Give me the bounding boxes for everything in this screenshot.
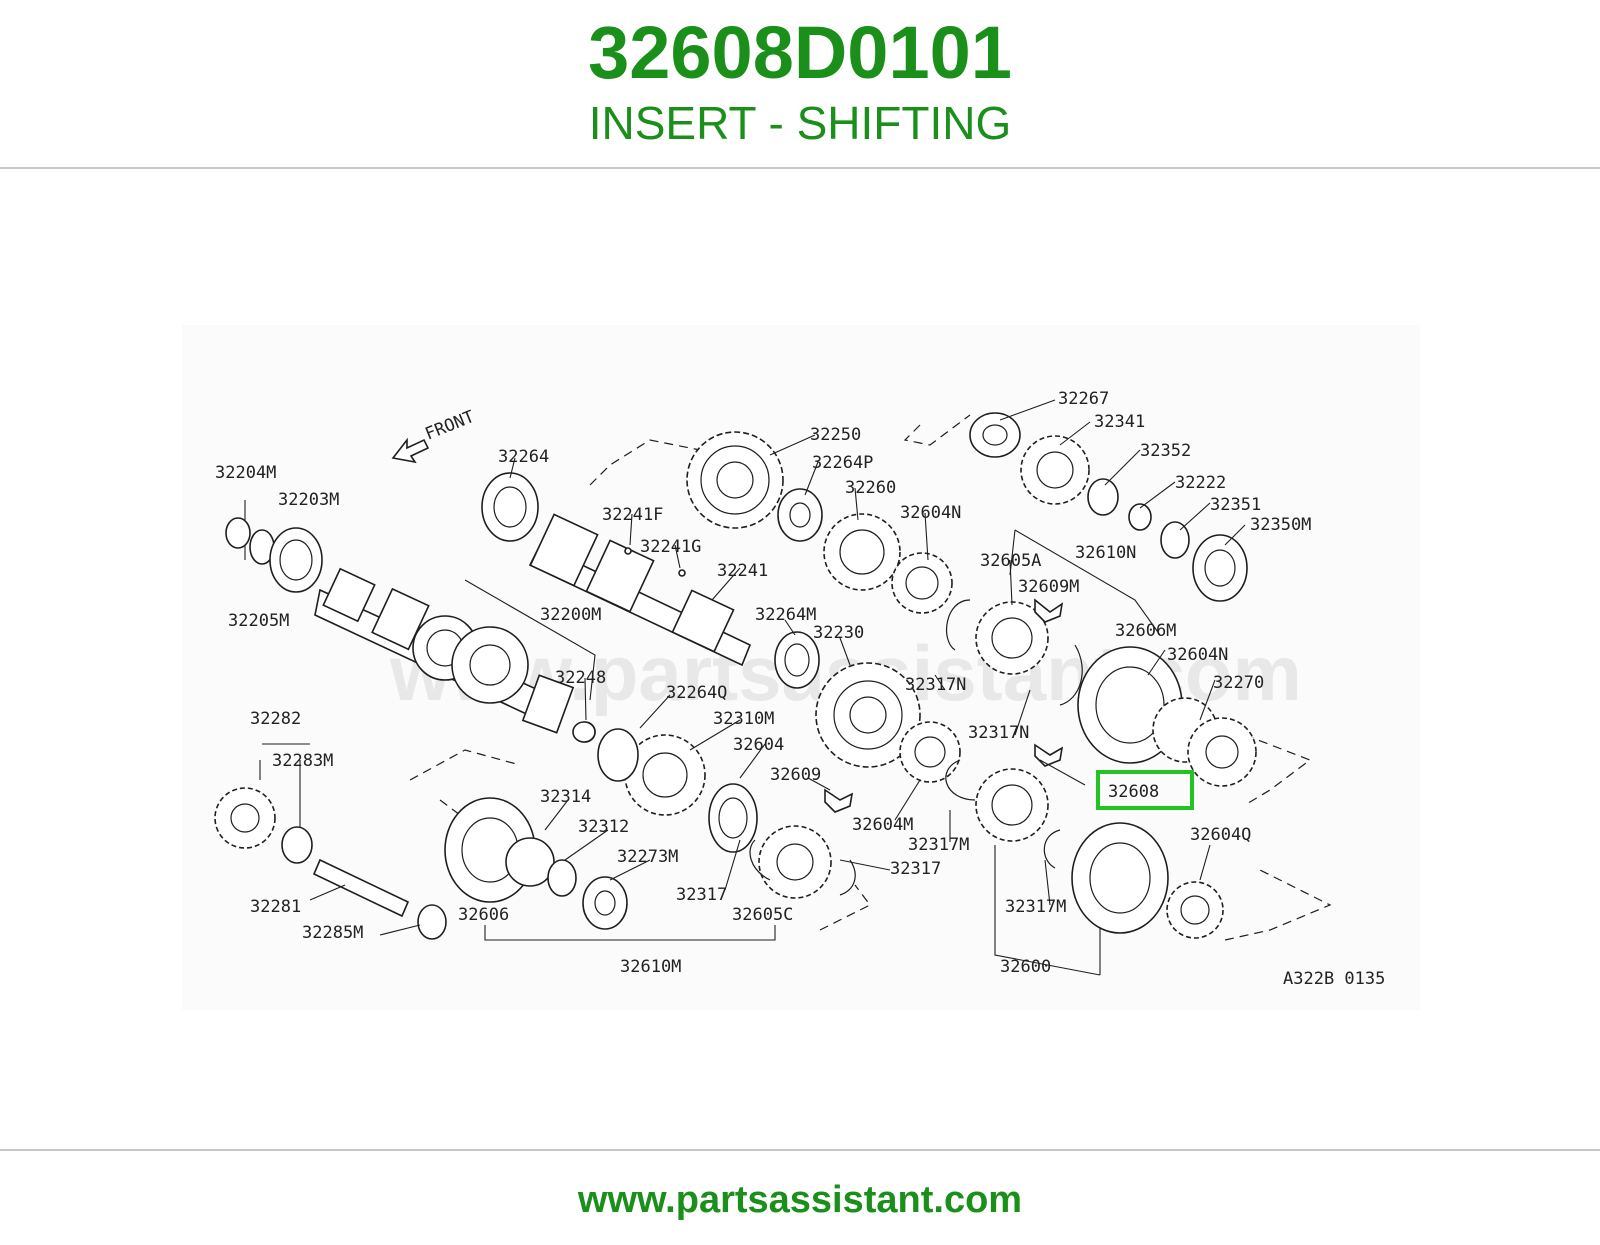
- label-32222[interactable]: 32222: [1175, 473, 1226, 493]
- needle-32264m: [774, 631, 820, 689]
- figure-code: A322B 0135: [1283, 969, 1385, 989]
- label-32317n-a[interactable]: 32317N: [905, 675, 966, 695]
- reverse-gear-32282: [214, 787, 276, 849]
- label-32270[interactable]: 32270: [1213, 673, 1264, 693]
- label-32352[interactable]: 32352: [1140, 441, 1191, 461]
- label-32609[interactable]: 32609: [770, 765, 821, 785]
- header: 32608D0101 INSERT - SHIFTING: [0, 0, 1600, 168]
- ring-32604: [708, 783, 758, 853]
- label-32203m[interactable]: 32203M: [278, 490, 339, 510]
- bearing-32203m: [225, 517, 323, 593]
- gear-32270: [1187, 717, 1257, 787]
- gear-32230: [815, 662, 921, 768]
- gear-32605c: [758, 825, 832, 899]
- bearing-32273m: [582, 876, 628, 930]
- label-32350m[interactable]: 32350M: [1250, 515, 1311, 535]
- header-divider: [0, 167, 1600, 169]
- label-32317-a[interactable]: 32317: [676, 885, 727, 905]
- sleeve-32600: [1071, 822, 1169, 934]
- label-32317m-b[interactable]: 32317M: [1005, 897, 1066, 917]
- ring-32351: [1160, 521, 1190, 559]
- label-32604n-top[interactable]: 32604N: [900, 503, 961, 523]
- label-32241g[interactable]: 32241G: [640, 537, 701, 557]
- label-32312[interactable]: 32312: [578, 817, 629, 837]
- label-32604q[interactable]: 32604Q: [1190, 825, 1251, 845]
- label-32310m[interactable]: 32310M: [713, 709, 774, 729]
- label-32282[interactable]: 32282: [250, 709, 301, 729]
- gear-32250: [686, 431, 784, 529]
- label-32285m[interactable]: 32285M: [302, 923, 363, 943]
- label-32264[interactable]: 32264: [498, 447, 549, 467]
- gear-32317m: [975, 768, 1049, 842]
- label-32241[interactable]: 32241: [717, 561, 768, 581]
- part-labels: 32267 32341 32352 32222 32351 32350M 326…: [215, 389, 1385, 989]
- label-32608-highlighted[interactable]: 32608: [1108, 782, 1159, 802]
- label-32604[interactable]: 32604: [733, 735, 784, 755]
- label-32604m[interactable]: 32604M: [852, 815, 913, 835]
- bushing-32267: [969, 412, 1021, 458]
- bushing-32264p: [777, 488, 823, 542]
- label-32241f[interactable]: 32241F: [602, 505, 663, 525]
- label-32351[interactable]: 32351: [1210, 495, 1261, 515]
- label-32264q[interactable]: 32264Q: [666, 683, 727, 703]
- countershaft: [481, 472, 752, 667]
- label-32317-b[interactable]: 32317: [890, 859, 941, 879]
- label-32341[interactable]: 32341: [1094, 412, 1145, 432]
- label-32264p[interactable]: 32264P: [812, 453, 873, 473]
- seal-32285m: [417, 904, 447, 940]
- hub-32604q: [1166, 881, 1224, 939]
- label-32600[interactable]: 32600: [1000, 957, 1051, 977]
- label-32283m[interactable]: 32283M: [272, 751, 333, 771]
- highlight-box[interactable]: [1096, 770, 1194, 810]
- label-32610n[interactable]: 32610N: [1075, 543, 1136, 563]
- label-32267[interactable]: 32267: [1058, 389, 1109, 409]
- leader-lines: [309, 399, 1246, 936]
- gear-32260: [823, 513, 901, 591]
- bushing-32283m: [281, 826, 313, 864]
- label-32604n-right[interactable]: 32604N: [1167, 645, 1228, 665]
- small-bushing-32248: [572, 721, 596, 743]
- hub-32604m: [899, 721, 961, 783]
- label-32605c[interactable]: 32605C: [732, 905, 793, 925]
- ring-32312: [547, 859, 577, 897]
- shaft-32281: [312, 858, 410, 918]
- bearing-32350m: [1192, 534, 1248, 602]
- label-32281[interactable]: 32281: [250, 897, 301, 917]
- label-32606m[interactable]: 32606M: [1115, 621, 1176, 641]
- label-32606[interactable]: 32606: [458, 905, 509, 925]
- label-32230[interactable]: 32230: [813, 623, 864, 643]
- label-32248[interactable]: 32248: [555, 668, 606, 688]
- label-32264m[interactable]: 32264M: [755, 605, 816, 625]
- main-shaft: [314, 567, 596, 743]
- label-32605a[interactable]: 32605A: [980, 551, 1041, 571]
- ring-32352: [1087, 478, 1119, 516]
- label-32200m[interactable]: 32200M: [540, 605, 601, 625]
- footer-divider: [0, 1149, 1600, 1151]
- dashed-guides: [409, 414, 1332, 941]
- label-32205m[interactable]: 32205M: [228, 611, 289, 631]
- label-32609m[interactable]: 32609M: [1018, 577, 1079, 597]
- gear-32310m: [597, 728, 706, 816]
- label-32610m[interactable]: 32610M: [620, 957, 681, 977]
- label-32250[interactable]: 32250: [810, 425, 861, 445]
- gear-32341: [1020, 435, 1090, 505]
- footer-url-link[interactable]: www.partsassistant.com: [577, 1179, 1023, 1221]
- hub-32604n-top: [891, 552, 953, 614]
- label-32317n-b[interactable]: 32317N: [968, 723, 1029, 743]
- bracket-lines: [244, 500, 1161, 976]
- sleeve-32606: [444, 797, 555, 903]
- label-32273m[interactable]: 32273M: [617, 847, 678, 867]
- label-32204m[interactable]: 32204M: [215, 463, 276, 483]
- label-32314[interactable]: 32314: [540, 787, 591, 807]
- snap-rings: [749, 598, 1083, 896]
- label-32260[interactable]: 32260: [845, 478, 896, 498]
- ring-32222: [1128, 503, 1152, 531]
- part-description: INSERT - SHIFTING: [588, 97, 1012, 149]
- label-32317m-a[interactable]: 32317M: [908, 835, 969, 855]
- part-number-title: 32608D0101: [588, 11, 1012, 94]
